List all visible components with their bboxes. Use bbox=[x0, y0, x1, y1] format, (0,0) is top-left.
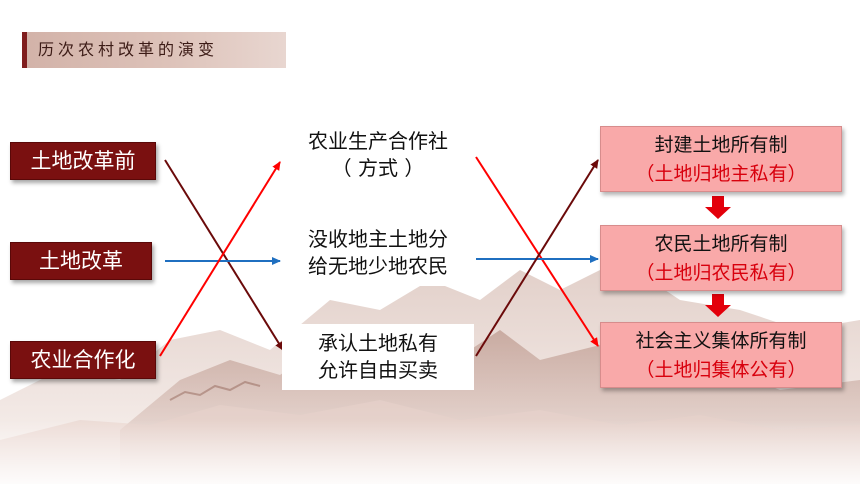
down-arrow-1 bbox=[705, 196, 731, 219]
label-land-reform: 土地改革 bbox=[10, 242, 152, 280]
middle-box-cooperative: 农业生产合作社 （ 方式 ） bbox=[282, 122, 474, 188]
right-box-title: 农民土地所有制 bbox=[654, 233, 788, 255]
page-title: 历次农村改革的演变 bbox=[38, 40, 219, 59]
arrow-cooperation bbox=[159, 161, 281, 357]
middle-box-private: 承认土地私有 允许自由买卖 bbox=[282, 324, 474, 390]
down-arrow-2 bbox=[705, 294, 731, 317]
middle-box-line: 给无地少地农民 bbox=[308, 254, 448, 278]
title-banner: 历次农村改革的演变 bbox=[22, 32, 286, 68]
arrow-land-reform-before bbox=[164, 159, 284, 351]
middle-box-line: 允许自由买卖 bbox=[318, 358, 438, 382]
right-box-title: 社会主义集体所有制 bbox=[635, 330, 807, 352]
right-box-feudal: 封建土地所有制 （土地归地主私有） bbox=[600, 126, 842, 192]
middle-box-line: 承认土地私有 bbox=[318, 331, 438, 355]
title-accent-bar bbox=[22, 32, 27, 68]
middle-box-confiscate: 没收地主土地分 给无地少地农民 bbox=[282, 220, 474, 286]
right-box-collective: 社会主义集体所有制 （土地归集体公有） bbox=[600, 322, 842, 388]
arrow-private-to-feudal bbox=[475, 159, 599, 357]
right-box-subtitle: （土地归地主私有） bbox=[635, 163, 807, 185]
right-box-subtitle: （土地归集体公有） bbox=[635, 359, 807, 381]
arrow-coop-to-collective bbox=[475, 156, 599, 347]
middle-box-line: 农业生产合作社 bbox=[308, 129, 448, 153]
middle-box-line: （ 方式 ） bbox=[331, 156, 425, 180]
right-box-subtitle: （土地归农民私有） bbox=[635, 262, 807, 284]
right-box-peasant: 农民土地所有制 （土地归农民私有） bbox=[600, 225, 842, 291]
label-before-land-reform: 土地改革前 bbox=[10, 142, 156, 180]
label-cooperation: 农业合作化 bbox=[10, 341, 156, 379]
right-box-title: 封建土地所有制 bbox=[654, 134, 788, 156]
middle-box-line: 没收地主土地分 bbox=[308, 227, 448, 251]
